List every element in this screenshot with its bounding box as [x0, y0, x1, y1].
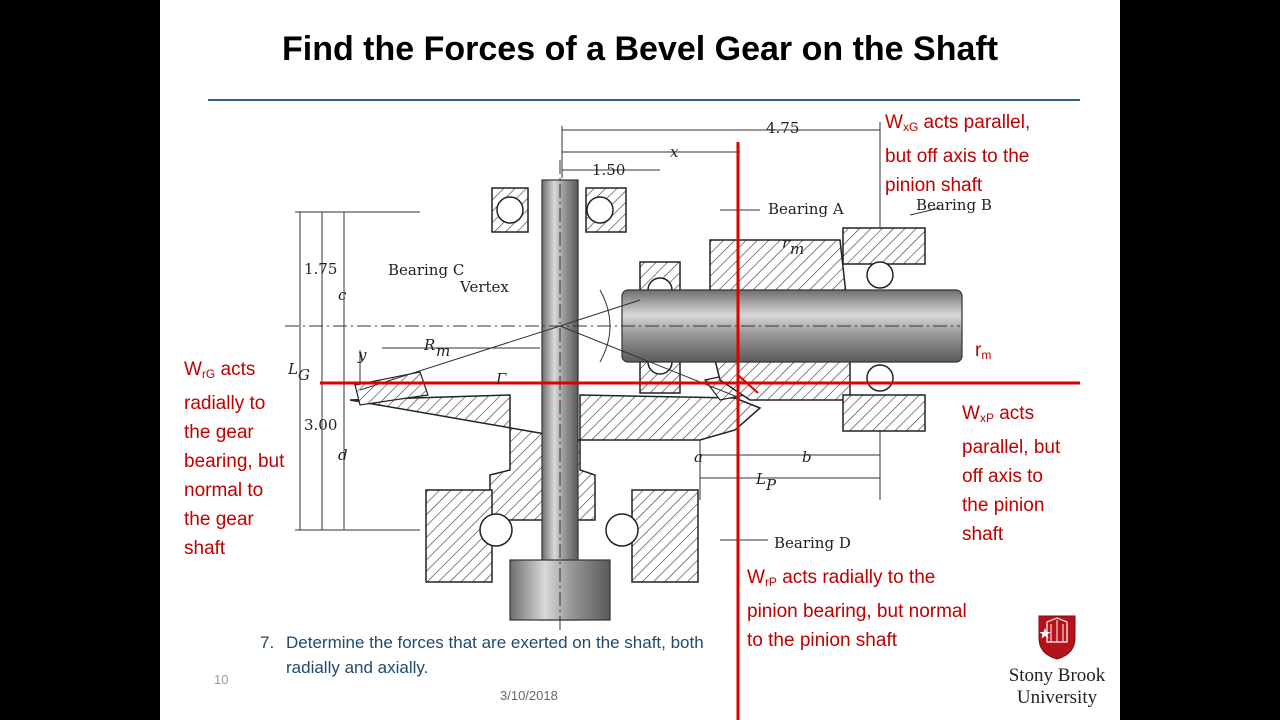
- dim-lg-sub: G: [298, 366, 310, 384]
- note-wrg-l4: bearing, but: [184, 451, 285, 472]
- dim-lp: L: [755, 470, 766, 488]
- note-wrp-l3: to the pinion shaft: [747, 630, 897, 651]
- angle-gamma: Γ: [495, 370, 507, 388]
- page-number: 10: [214, 672, 229, 687]
- label-bearing-b: Bearing B: [916, 196, 992, 214]
- dim-d: d: [338, 446, 348, 464]
- slide-date: 3/10/2018: [500, 688, 558, 703]
- note-wxp-w: W: [962, 403, 980, 424]
- dim-y: y: [357, 346, 367, 364]
- note-rm-sub: m: [981, 348, 992, 362]
- note-wxp-sub: xP: [979, 411, 994, 425]
- dim-3-00: 3.00: [304, 416, 337, 434]
- note-wrg-l2: radially to: [184, 393, 266, 414]
- note-wxg: WxG acts parallel, but off axis to the p…: [885, 108, 1030, 200]
- bevel-gear-diagram: 4.75 x 1.50 Bearing A Bearing B Bearing …: [285, 119, 1080, 720]
- note-wxp-l3: off axis to: [962, 466, 1043, 487]
- logo-line1: Stony Brook: [1008, 665, 1106, 686]
- note-wrg-l7: shaft: [184, 538, 226, 559]
- dim-c: c: [338, 286, 347, 304]
- dim-rm-gear-sub: m: [436, 342, 450, 360]
- dim-1-75: 1.75: [304, 260, 337, 278]
- note-wxp-l2: parallel, but: [962, 437, 1061, 458]
- note-wrg: WrG acts radially to the gear bearing, b…: [184, 355, 284, 563]
- shield-icon: [1038, 615, 1076, 660]
- note-wrg-sub: rG: [201, 367, 216, 381]
- note-wrg-l5: normal to: [184, 480, 264, 501]
- question-text: 7. Determine the forces that are exerted …: [260, 630, 860, 680]
- dim-rm-gear: R: [423, 336, 435, 354]
- note-wxp-l5: shaft: [962, 524, 1004, 545]
- note-wrp-rest: acts radially to the: [776, 567, 936, 588]
- note-wrg-l6: the gear: [184, 509, 254, 530]
- slide-title: Find the Forces of a Bevel Gear on the S…: [281, 30, 999, 68]
- note-wrp-w: W: [747, 567, 765, 588]
- dim-x: x: [670, 143, 679, 161]
- note-wrp-l2: pinion bearing, but normal: [747, 601, 967, 622]
- note-rm: rm: [975, 336, 991, 370]
- label-rm-diagram-sub: m: [790, 240, 804, 258]
- stony-brook-logo: Stony Brook University: [1002, 614, 1112, 714]
- note-wrg-l3: the gear: [184, 422, 254, 443]
- note-wxg-rest: acts parallel,: [918, 112, 1031, 133]
- note-wxg-sub: xG: [902, 120, 919, 134]
- dim-1-50: 1.50: [592, 161, 625, 179]
- title-divider: [208, 99, 1080, 101]
- note-wrg-rest: acts: [215, 359, 256, 380]
- dim-b: b: [802, 448, 812, 466]
- label-vertex: Vertex: [459, 278, 509, 296]
- dim-lg: L: [287, 360, 298, 378]
- note-wxg-l2: but off axis to the: [885, 146, 1030, 167]
- force-lines: [320, 142, 1080, 720]
- diagram-text: 4.75 x 1.50 Bearing A Bearing B Bearing …: [287, 119, 992, 552]
- note-wxp-l4: the pinion: [962, 495, 1045, 516]
- note-wrp-sub: rP: [764, 575, 777, 589]
- label-bearing-c: Bearing C: [388, 261, 464, 279]
- note-wxp: WxP acts parallel, but off axis to the p…: [962, 399, 1060, 549]
- label-bearing-a: Bearing A: [768, 200, 844, 218]
- note-wxg-l3: pinion shaft: [885, 175, 983, 196]
- dim-lp-sub: P: [765, 476, 777, 494]
- construction-lines: [285, 122, 960, 630]
- dim-4-75: 4.75: [766, 119, 799, 137]
- note-wrg-w: W: [184, 359, 202, 380]
- question-line1: Determine the forces that are exerted on…: [286, 633, 704, 652]
- note-wrp: WrP acts radially to the pinion bearing,…: [747, 563, 967, 655]
- question-line2: radially and axially.: [286, 658, 429, 677]
- logo-line2: University: [1016, 687, 1098, 708]
- note-wxg-w: W: [885, 112, 903, 133]
- label-rm-diagram: r: [782, 234, 790, 252]
- note-wxp-rest: acts: [993, 403, 1035, 424]
- slide: Find the Forces of a Bevel Gear on the S…: [160, 0, 1120, 720]
- question-number: 7.: [260, 633, 275, 652]
- note-rm-r: r: [975, 340, 982, 361]
- label-bearing-d: Bearing D: [774, 534, 851, 552]
- dim-a: a: [694, 448, 703, 466]
